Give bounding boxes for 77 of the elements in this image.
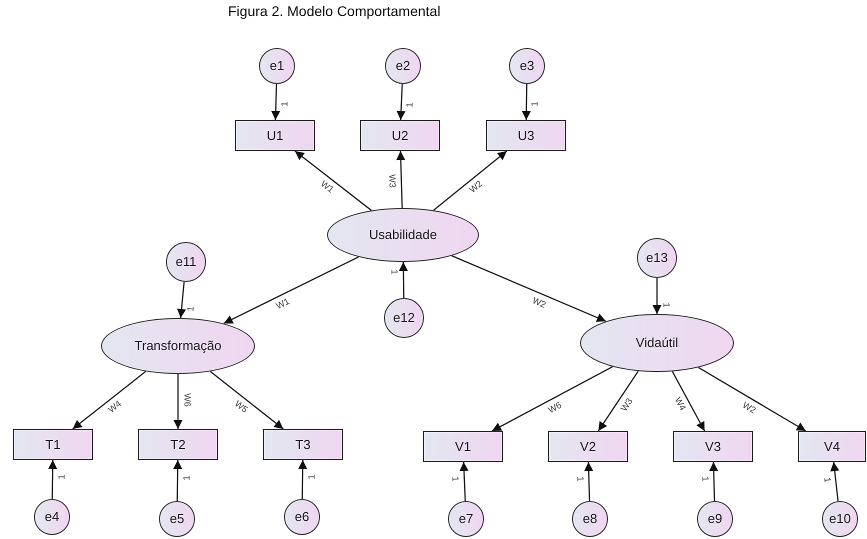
- error-circle: e4: [34, 499, 70, 535]
- arrow: [271, 84, 280, 120]
- indicator-box: T2: [138, 429, 218, 460]
- indicator-box: U3: [486, 120, 566, 151]
- edge-label: 1: [186, 306, 196, 312]
- error-circle: e10: [822, 501, 858, 537]
- arrow: [584, 462, 594, 502]
- indicator-box: V3: [673, 431, 753, 462]
- arrow: [173, 460, 182, 501]
- error-circle: e6: [284, 499, 320, 535]
- edge-label: W6: [546, 400, 563, 415]
- arrow: [398, 262, 408, 298]
- edge-label: W2: [740, 400, 757, 415]
- arrow: [396, 84, 406, 120]
- edge-label: W4: [106, 400, 123, 415]
- arrow: [492, 366, 613, 432]
- error-circle: e7: [448, 501, 484, 537]
- edge-label: W4: [672, 396, 688, 412]
- error-circle: e12: [384, 298, 424, 338]
- arrow: [223, 256, 359, 324]
- indicator-box: U1: [235, 120, 315, 151]
- edge-label: W2: [531, 296, 548, 310]
- error-circle: e11: [166, 242, 206, 282]
- latent-ellipse: Usabilidade: [327, 208, 479, 262]
- edge-label: 1: [307, 474, 316, 480]
- indicator-box: T1: [13, 429, 93, 460]
- arrow: [72, 370, 146, 430]
- arrow: [48, 460, 58, 499]
- edge-label: W3: [619, 396, 634, 414]
- arrow: [177, 282, 186, 318]
- arrow: [672, 371, 706, 432]
- arrow: [210, 370, 284, 430]
- error-circle: e3: [509, 48, 545, 84]
- edge-label: 1: [530, 102, 540, 107]
- arrow: [451, 255, 606, 322]
- edge-label: 1: [662, 302, 670, 308]
- arrow: [294, 150, 372, 211]
- latent-ellipse: Vidaútil: [580, 314, 734, 372]
- edge-label: W1: [318, 180, 336, 196]
- edge-label: 1: [280, 102, 290, 108]
- latent-ellipse: Transformação: [101, 318, 255, 374]
- edge-label: 1: [822, 477, 832, 484]
- arrow: [174, 374, 182, 429]
- arrow: [522, 84, 531, 120]
- arrow: [298, 460, 308, 499]
- edge-label: W2: [468, 180, 484, 195]
- edge-label: W6: [182, 393, 192, 407]
- arrow: [698, 366, 806, 432]
- arrow: [598, 370, 639, 432]
- indicator-box: U2: [360, 120, 440, 151]
- edge-label: 1: [57, 474, 66, 480]
- edge-label: W3: [388, 174, 398, 188]
- indicator-box: V2: [548, 431, 628, 462]
- error-circle: e8: [572, 501, 608, 537]
- arrow: [709, 462, 718, 502]
- figure-title: Figura 2. Modelo Comportamental: [228, 2, 440, 21]
- arrow: [830, 462, 840, 502]
- edge-label: 1: [406, 102, 415, 108]
- arrow: [460, 462, 468, 502]
- arrow: [652, 278, 662, 314]
- edge-label: 1: [700, 476, 710, 482]
- edge-label: W5: [233, 400, 250, 415]
- indicator-box: T3: [263, 429, 343, 460]
- indicator-box: V1: [423, 431, 503, 462]
- edge-label: 1: [575, 476, 584, 482]
- error-circle: e2: [385, 48, 421, 84]
- error-circle: e13: [637, 238, 677, 278]
- arrow: [433, 150, 508, 211]
- error-circle: e1: [259, 48, 295, 84]
- edge-label: 1: [390, 270, 399, 276]
- edge-label: W1: [275, 297, 292, 312]
- error-circle: e9: [697, 501, 733, 537]
- edge-label: 1: [182, 476, 192, 481]
- error-circle: e5: [159, 501, 195, 537]
- indicator-box: V4: [798, 431, 866, 462]
- edge-label: 1: [450, 476, 460, 482]
- arrow: [396, 150, 406, 208]
